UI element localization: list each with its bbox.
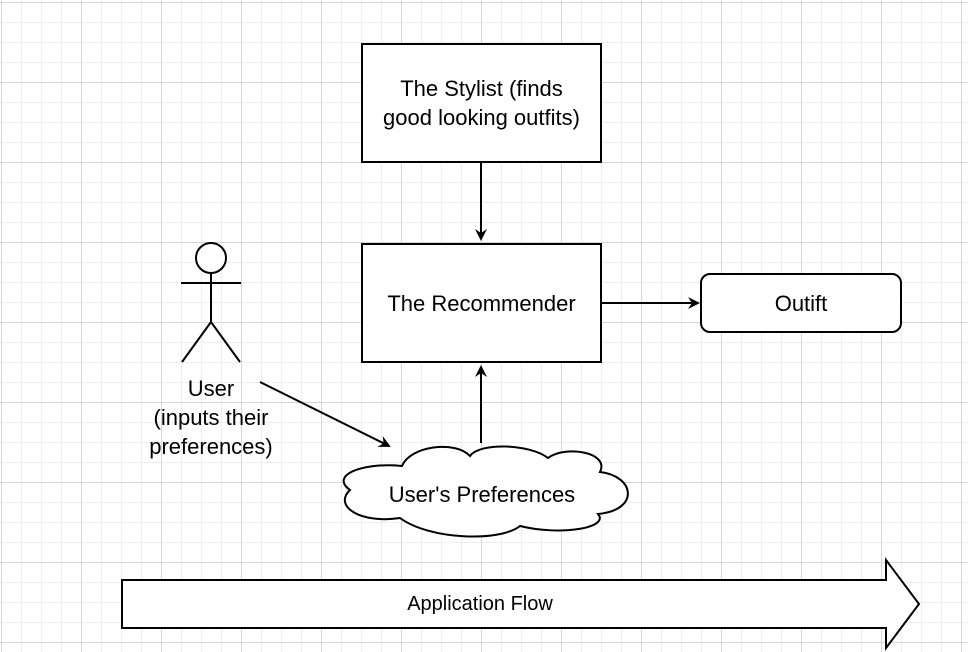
outfit-box[interactable]: Outift bbox=[700, 273, 902, 333]
user-label: User (inputs their preferences) bbox=[149, 375, 273, 459]
application-flow-label: Application Flow bbox=[407, 592, 553, 615]
preferences-label: User's Preferences bbox=[388, 481, 576, 507]
application-flow-arrow[interactable] bbox=[121, 557, 921, 651]
stylist-label: The Stylist (finds good looking outfits) bbox=[383, 76, 580, 130]
user-actor-icon[interactable] bbox=[181, 242, 241, 363]
preferences-label-container: User's Preferences bbox=[346, 474, 618, 514]
preferences-cloud-icon[interactable] bbox=[342, 445, 629, 538]
connector-user-to-preferences bbox=[259, 381, 391, 447]
stylist-box[interactable]: The Stylist (finds good looking outfits) bbox=[361, 43, 602, 163]
outfit-label: Outift bbox=[774, 290, 828, 316]
recommender-label: The Recommender bbox=[387, 290, 576, 316]
recommender-box[interactable]: The Recommender bbox=[361, 243, 602, 363]
flow-label-container: Application Flow bbox=[260, 587, 700, 621]
user-label-container: User (inputs their preferences) bbox=[136, 370, 286, 464]
